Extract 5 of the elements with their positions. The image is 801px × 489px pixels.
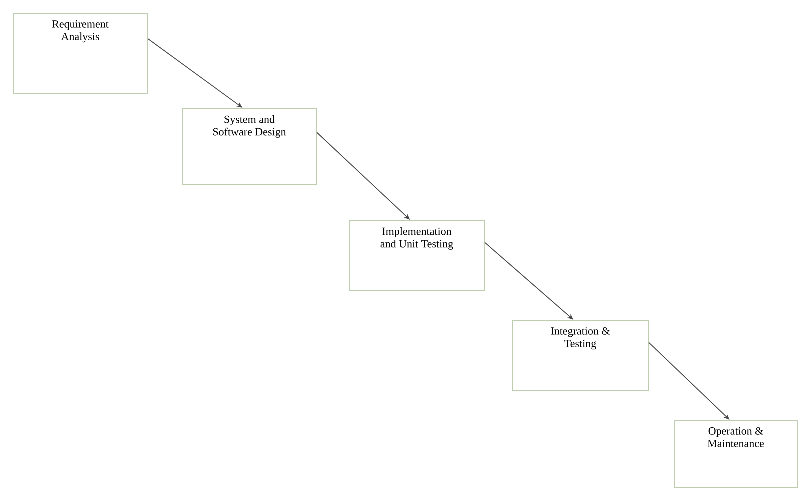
process-box: Operation & Maintenance [674,420,798,488]
process-box: Integration & Testing [512,320,649,391]
process-box: System and Software Design [182,108,317,185]
process-box: Requirement Analysis [13,13,148,94]
process-box: Implementation and Unit Testing [349,220,485,291]
